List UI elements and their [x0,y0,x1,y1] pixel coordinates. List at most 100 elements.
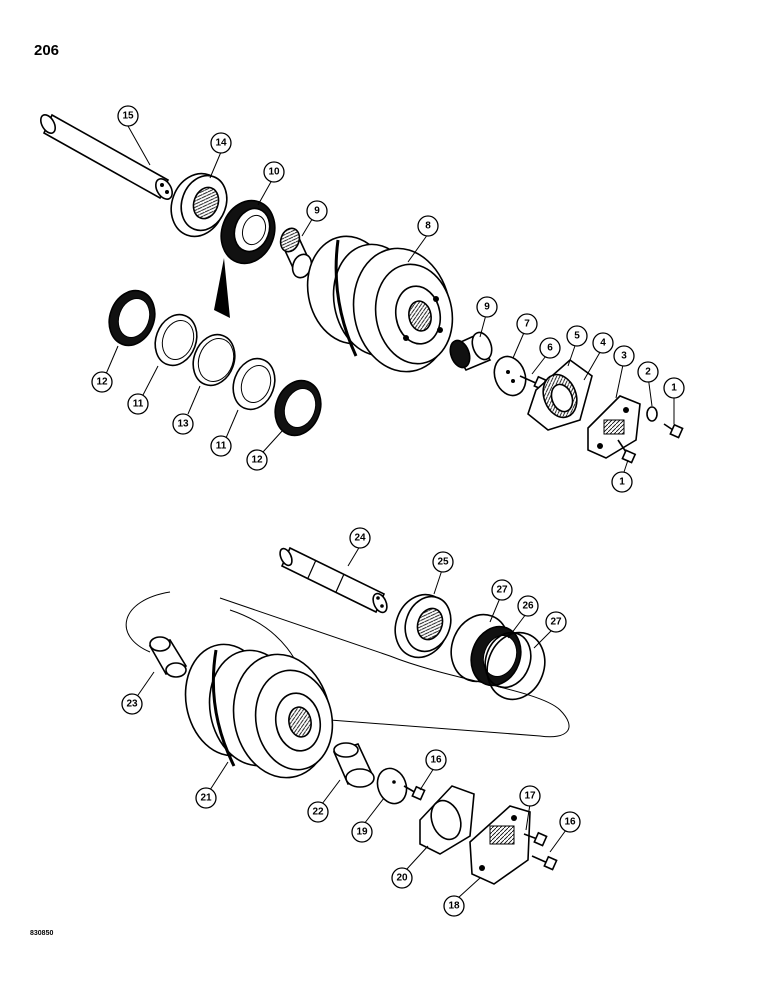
svg-text:20: 20 [396,873,408,884]
callout-11a: 11 [127,393,149,415]
svg-text:12: 12 [96,377,108,388]
svg-text:23: 23 [126,699,138,710]
roller-part-21 [184,643,334,779]
callout-14: 14 [210,132,232,154]
callout-11b: 11 [210,435,232,457]
svg-text:5: 5 [574,331,580,342]
end-cap-part-3 [587,395,641,459]
svg-text:10: 10 [268,167,280,178]
svg-text:18: 18 [448,901,460,912]
bolt-part-17 [523,831,548,847]
gasket-part-20 [419,785,475,855]
callout-7: 7 [516,313,538,335]
svg-text:7: 7 [524,319,530,330]
bearing-part-25 [394,593,452,659]
o-ring-part-27b [486,631,546,701]
callout-5: 5 [566,325,588,347]
leader-lines-upper [105,125,675,479]
callout-17: 17 [519,785,541,807]
svg-text:22: 22 [312,807,324,818]
end-cap-part-18 [469,805,531,885]
svg-text:12: 12 [251,455,263,466]
svg-text:3: 3 [621,351,627,362]
thrust-washer-part-19 [376,767,408,805]
callout-25: 25 [432,551,454,573]
svg-text:27: 27 [550,617,562,628]
svg-text:21: 21 [200,793,212,804]
bushing-part-9a [279,227,313,279]
plate-part-4 [550,383,574,413]
collar-part-22 [332,742,375,788]
callout-18: 18 [443,895,465,917]
callout-8: 8 [417,215,439,237]
svg-text:11: 11 [133,399,144,410]
svg-text:16: 16 [564,817,576,828]
leader-lines-lower [135,545,567,899]
callout-16b: 16 [559,811,581,833]
roller-part-8 [306,235,454,373]
svg-text:24: 24 [354,533,366,544]
callout-21: 21 [195,787,217,809]
page-number: 206 [34,42,60,59]
seal-part-26 [470,625,532,689]
bushing-part-23 [148,636,188,678]
washer-part-2 [646,406,658,422]
callout-1a: 1 [663,377,685,399]
svg-text:16: 16 [430,755,442,766]
svg-text:1: 1 [671,383,677,394]
svg-text:4: 4 [600,338,606,349]
callout-12a: 12 [91,371,113,393]
seal-ring-part-12a [108,289,156,347]
callout-27a: 27 [491,579,513,601]
callout-23: 23 [121,693,143,715]
callout-1b: 1 [611,471,633,493]
ring-part-11b [232,357,276,411]
callout-6: 6 [539,337,561,359]
callout-19: 19 [351,821,373,843]
svg-text:25: 25 [437,557,449,568]
callout-15: 15 [117,105,139,127]
bearing-part-14 [170,172,228,238]
callout-13: 13 [172,413,194,435]
callout-26: 26 [517,595,539,617]
callout-9a: 9 [306,200,328,222]
callout-10: 10 [263,161,285,183]
thrust-washer-part-7 [493,355,527,397]
svg-text:9: 9 [314,206,320,217]
callout-16a: 16 [425,749,447,771]
direction-arrow-upper [214,258,230,318]
ring-part-13 [192,333,236,387]
seal-ring-part-12b [274,379,322,437]
svg-text:19: 19 [356,827,368,838]
svg-text:17: 17 [524,791,536,802]
svg-text:6: 6 [547,343,553,354]
bolt-part-1a [663,423,684,439]
svg-text:15: 15 [122,111,134,122]
callout-12b: 12 [246,449,268,471]
figure-code: 830850 [30,930,54,937]
svg-text:14: 14 [215,138,227,149]
svg-text:1: 1 [619,477,625,488]
svg-text:11: 11 [216,441,227,452]
callout-24: 24 [349,527,371,549]
bolt-part-16b [531,855,558,871]
svg-text:8: 8 [425,221,431,232]
callout-27b: 27 [545,611,567,633]
callout-3: 3 [613,345,635,367]
shaft-part-15 [39,113,173,200]
shaft-part-24 [279,546,388,614]
svg-text:26: 26 [522,601,534,612]
bushing-part-9b [449,331,493,372]
callout-22: 22 [307,801,329,823]
callout-9b: 9 [476,296,498,318]
callout-2: 2 [637,361,659,383]
svg-text:13: 13 [177,419,189,430]
bolt-part-1b [617,439,637,464]
callout-4: 4 [592,332,614,354]
seal-part-10 [220,199,276,265]
svg-text:2: 2 [645,367,651,378]
callout-20: 20 [391,867,413,889]
svg-text:9: 9 [484,302,490,313]
